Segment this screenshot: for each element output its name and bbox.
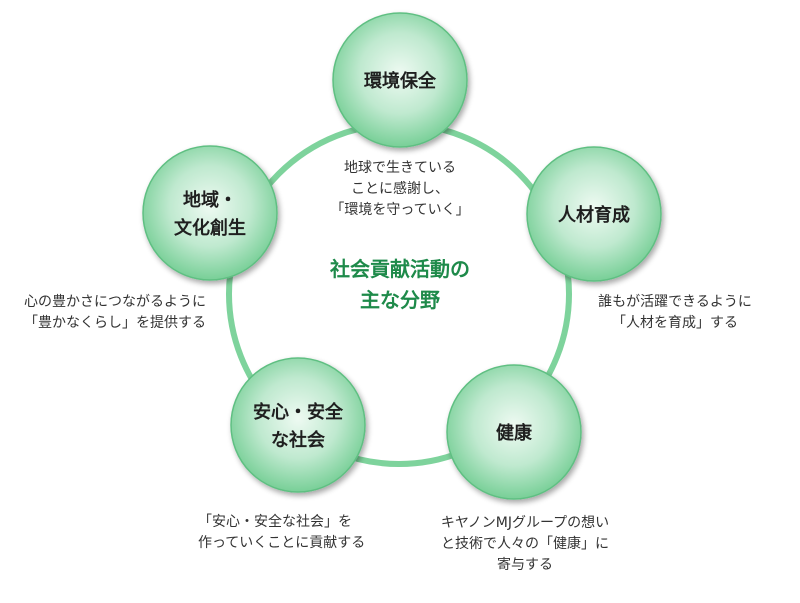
caption-community-line1: 心の豊かさにつながるように <box>24 294 206 310</box>
caption-talent-line1: 誰もが活躍できるように <box>598 294 752 310</box>
node-health <box>446 364 582 500</box>
caption-health-line3: 寄与する <box>497 557 553 573</box>
node-environment-label: 環境保全 <box>364 70 437 92</box>
node-community-label-line2: 文化創生 <box>174 217 246 239</box>
node-talent <box>526 146 662 282</box>
caption-environment: 地球で生きている ことに感謝し、 「環境を守っていく」 <box>330 158 470 221</box>
caption-safety-line2: 作っていくことに貢献する <box>198 535 366 551</box>
caption-talent: 誰もが活躍できるように 「人材を育成」する <box>580 292 770 334</box>
caption-health-line2: と技術で人々の「健康」に <box>441 536 609 552</box>
node-environment <box>332 12 468 148</box>
caption-safety: 「安心・安全な社会」を 作っていくことに貢献する <box>198 512 398 554</box>
caption-community-line2: 「豊かなくらし」を提供する <box>24 315 206 331</box>
caption-environment-line1: 地球で生きている <box>344 160 456 176</box>
center-title-line2: 主な分野 <box>360 288 440 312</box>
caption-environment-line3: 「環境を守っていく」 <box>330 202 470 218</box>
node-safety-label-line2: な社会 <box>271 429 325 451</box>
caption-health-line1: キヤノンMJグループの想い <box>440 515 610 531</box>
caption-safety-line1: 「安心・安全な社会」を <box>198 514 352 530</box>
center-title-line1: 社会貢献活動の <box>329 257 470 281</box>
caption-environment-line2: ことに感謝し、 <box>351 181 449 197</box>
caption-community: 心の豊かさにつながるように 「豊かなくらし」を提供する <box>24 292 234 334</box>
caption-health: キヤノンMJグループの想い と技術で人々の「健康」に 寄与する <box>425 513 625 576</box>
node-community-label-line1: 地域・ <box>183 189 237 211</box>
node-talent-label: 人材育成 <box>558 204 630 226</box>
node-health-label: 健康 <box>496 422 533 444</box>
node-safety <box>230 357 366 493</box>
node-community <box>142 145 278 281</box>
node-safety-label-line1: 安心・安全 <box>253 401 344 423</box>
caption-talent-line2: 「人材を育成」する <box>612 315 738 331</box>
